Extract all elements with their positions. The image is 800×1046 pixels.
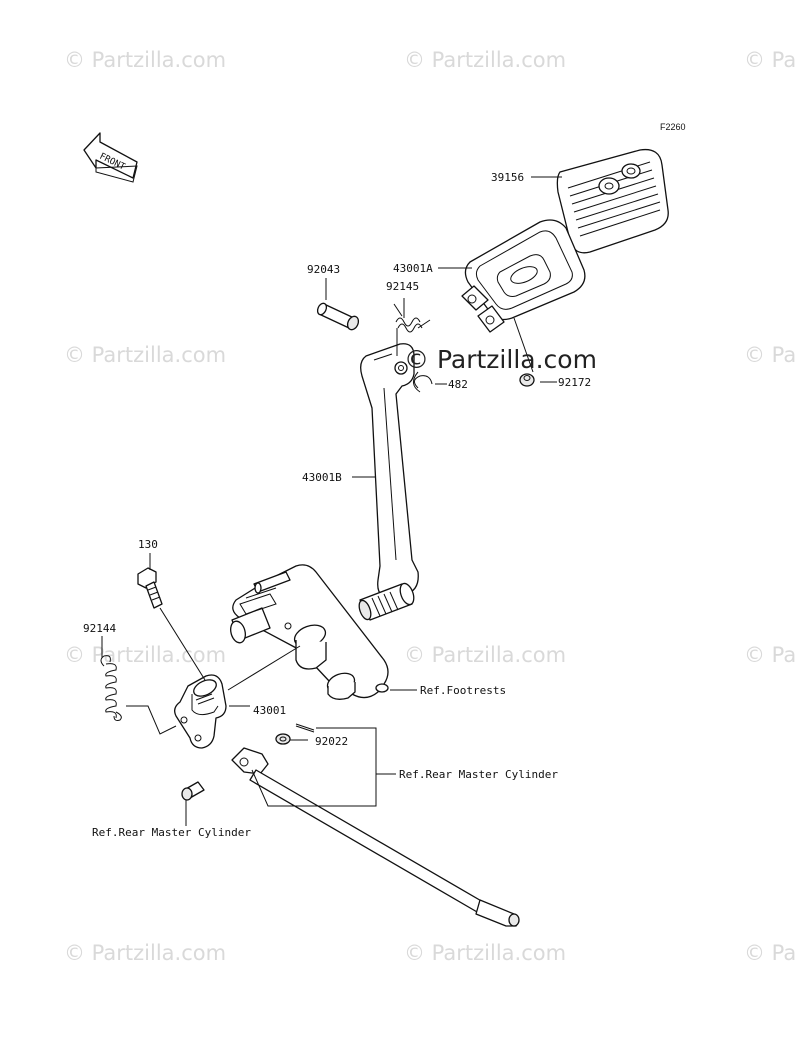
washer-92022 [275,733,291,745]
pedal-pad-rubber [556,148,669,254]
callout-92145: 92145 [386,280,419,293]
watermark-text: © Partzilla.com [404,48,566,72]
callout-92144: 92144 [83,622,116,635]
clevis-pin [181,781,205,801]
footrest-bracket [230,564,389,700]
pedal-pad-bracket [461,219,586,333]
pedal-arm [360,343,419,599]
bolt-130 [137,567,163,609]
callout-39156: 39156 [491,171,524,184]
watermark-layer: © Partzilla.com © Partzilla.com © Pa © P… [64,48,796,965]
ref-rear-master-cylinder-label-right: Ref.Rear Master Cylinder [399,768,558,781]
cotter-pin [295,723,315,733]
watermark-text: © Partzilla.com [64,941,226,965]
watermark-text: © Pa [744,343,796,367]
watermark-text: © Pa [744,48,796,72]
callout-92172: 92172 [558,376,591,389]
clip-482 [413,371,433,393]
front-arrow-icon: FRONT [83,132,138,183]
callout-482: 482 [448,378,468,391]
callout-130: 130 [138,538,158,551]
watermark-text: © Partzilla.com [404,941,566,965]
ref-footrests-label: Ref.Footrests [420,684,506,697]
brake-lever-pivot [174,674,227,749]
callout-92022: 92022 [315,735,348,748]
nut-92172 [519,373,535,387]
callout-labels: 39156 43001A 92043 92145 482 92172 43001… [83,171,591,839]
watermark-center-text: © Partzilla.com [404,345,597,374]
pivot-shaft [358,582,415,621]
spring-92145 [393,303,431,333]
leader-line [513,317,534,373]
watermark-text: © Partzilla.com [64,343,226,367]
watermark-text: © Partzilla.com [404,643,566,667]
watermark-text: © Partzilla.com [64,643,226,667]
diagram-code: F2260 [660,122,686,132]
return-spring-92144 [100,655,122,721]
callout-43001: 43001 [253,704,286,717]
ref-rear-master-cylinder-label-left: Ref.Rear Master Cylinder [92,826,251,839]
watermark-text: © Pa [744,941,796,965]
callout-92043: 92043 [307,263,340,276]
callout-43001b: 43001B [302,471,342,484]
callout-leaders [101,176,562,826]
watermark-text: © Pa [744,643,796,667]
callout-43001a: 43001A [393,262,433,275]
watermark-text: © Partzilla.com [64,48,226,72]
pin-92043 [316,302,360,331]
